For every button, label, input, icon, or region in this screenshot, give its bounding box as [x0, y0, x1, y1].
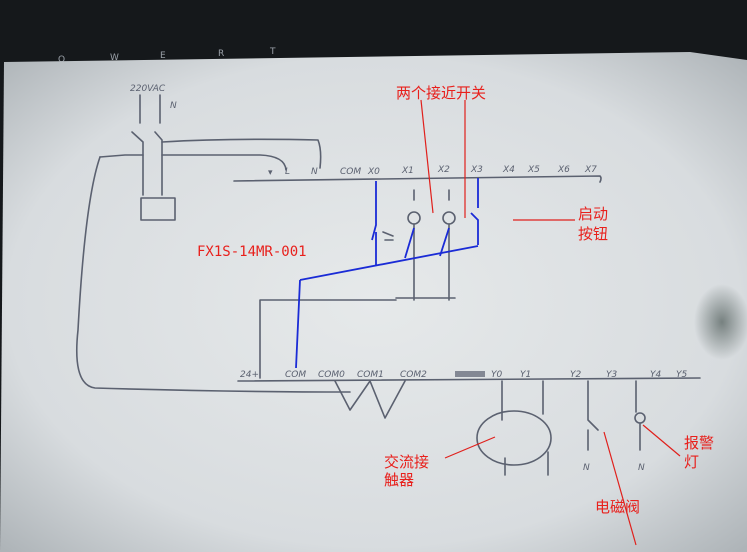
- circuit-breaker: 220VAC N: [75, 84, 351, 393]
- pencil-stroke: [334, 380, 406, 419]
- label-solenoid-valve: 电磁阀: [595, 498, 640, 516]
- output-devices: N N: [476, 380, 646, 476]
- pencil-stroke: [382, 231, 394, 241]
- pencil-label: N: [311, 167, 318, 177]
- pencil-stroke: [99, 138, 322, 171]
- pencil-label: L: [285, 167, 290, 177]
- plc-output-bus: 24+ COM COM0 COM1 COM2 Y0 Y1 Y2 Y3 Y4 Y5: [237, 370, 701, 419]
- pencil-stroke: [233, 175, 602, 183]
- pencil-stroke: [642, 424, 681, 457]
- pencil-stroke: [420, 99, 466, 218]
- smudge: [694, 284, 747, 360]
- label-contactor-1: 交流接: [384, 453, 429, 471]
- pencil-label: T: [269, 47, 276, 57]
- pencil-label: N: [638, 463, 645, 473]
- highlighted-wiring: [295, 178, 479, 369]
- pencil-label: X6: [557, 165, 570, 175]
- label-start-button-1: 启动: [578, 205, 608, 223]
- label-start-button-2: 按钮: [578, 225, 608, 243]
- ac-contactor-coil: [476, 410, 552, 466]
- pencil-stroke: [371, 178, 479, 265]
- pencil-stroke: [259, 189, 456, 379]
- input-devices: [259, 189, 456, 379]
- pencil-label: Y5: [676, 370, 687, 380]
- pencil-stroke: [140, 197, 176, 221]
- pencil-label: COM1: [357, 370, 384, 380]
- label-alarm-lamp-2: 灯: [684, 453, 699, 471]
- pencil-label: X0: [367, 167, 380, 177]
- pencil-label: COM0: [318, 370, 345, 380]
- pencil-label: X7: [584, 165, 597, 175]
- pencil-label: COM: [285, 370, 306, 380]
- pencil-label: Y1: [520, 370, 531, 380]
- pencil-label: Y3: [606, 370, 617, 380]
- pencil-stroke: [603, 431, 637, 546]
- pencil-stroke: [237, 377, 701, 382]
- pencil-label: 24+: [240, 370, 259, 380]
- pencil-label: X2: [437, 165, 450, 175]
- label-proximity-switches: 两个接近开关: [396, 84, 486, 102]
- pencil-label: Q: [58, 55, 65, 65]
- pencil-label: X3: [470, 165, 483, 175]
- pencil-label: Y0: [491, 370, 502, 380]
- pencil-label: N: [583, 463, 590, 473]
- keyboard-keys: Q W E R T: [58, 47, 276, 65]
- pencil-stroke: [75, 156, 351, 393]
- pencil-label: Y4: [650, 370, 661, 380]
- label-plc-model: FX1S-14MR-001: [197, 244, 307, 260]
- pencil-label: W: [110, 53, 119, 63]
- label-contactor-2: 触器: [384, 471, 414, 489]
- pencil-stroke: [131, 94, 163, 196]
- pencil-stroke: [587, 380, 637, 451]
- pencil-label: X5: [527, 165, 540, 175]
- paper-sheet: [0, 52, 747, 552]
- pencil-label: X4: [502, 165, 515, 175]
- pencil-stroke: [444, 436, 496, 459]
- label-alarm-lamp-1: 报警: [684, 434, 714, 452]
- pencil-label: 220VAC: [130, 84, 166, 94]
- pencil-label: Y2: [570, 370, 581, 380]
- pencil-label: X1: [401, 166, 414, 176]
- pencil-label: COM: [340, 167, 361, 177]
- pencil-label: R: [218, 49, 224, 59]
- scratched-out-label: [455, 371, 485, 377]
- pencil-stroke: [295, 245, 479, 369]
- plc-input-bus: ▾ L N COM X0 X1 X2 X3 X4 X5 X6 X7: [233, 165, 602, 183]
- pencil-label: ▾: [268, 168, 273, 178]
- pencil-stroke: [501, 380, 549, 476]
- pencil-label: E: [160, 51, 166, 61]
- annotations: 两个接近开关 启动 按钮 FX1S-14MR-001 交流接 触器 电磁阀 报警…: [197, 84, 714, 546]
- pencil-label: N: [170, 101, 177, 111]
- alarm-lamp: [634, 412, 646, 424]
- pencil-label: COM2: [400, 370, 427, 380]
